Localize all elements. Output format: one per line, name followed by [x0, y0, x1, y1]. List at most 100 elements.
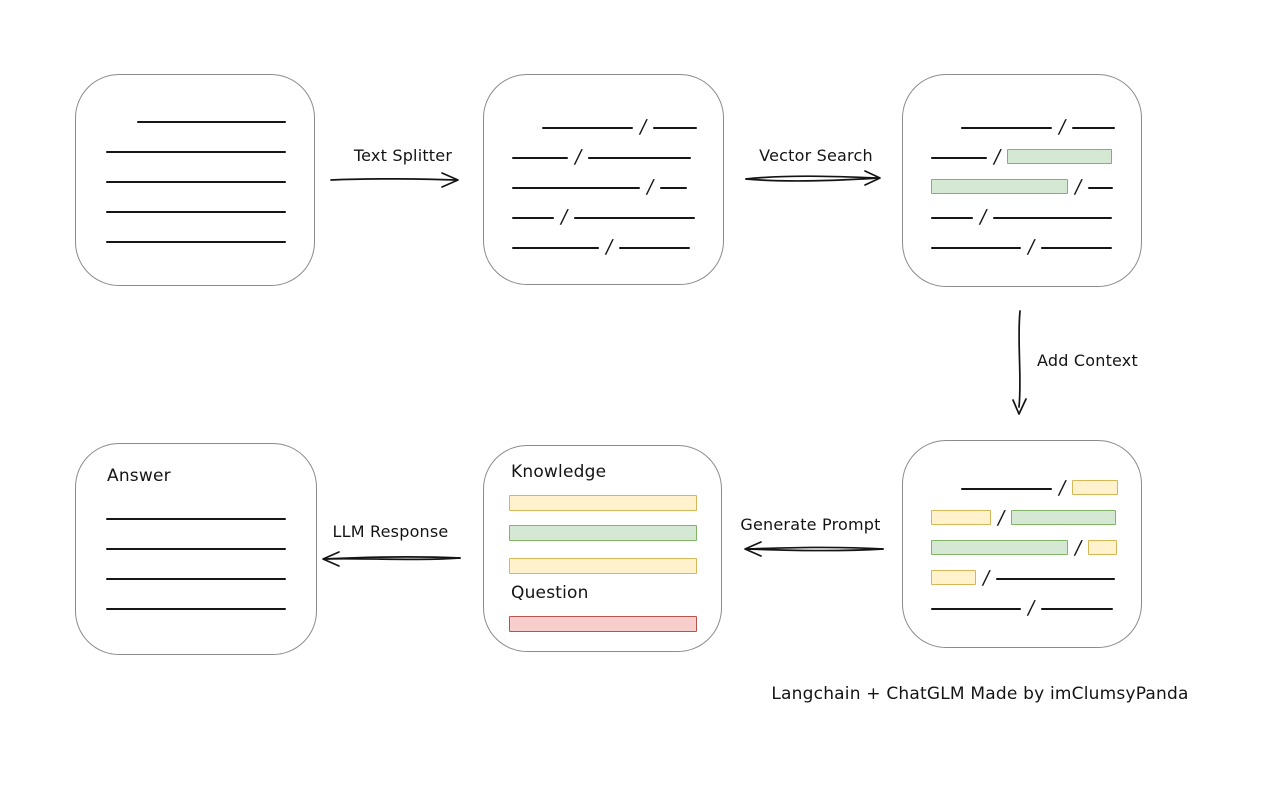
- text-line: [660, 187, 688, 189]
- content-row: /: [931, 195, 1128, 228]
- highlight-yellow: [931, 570, 976, 585]
- knowledge-bar-yellow: [509, 558, 697, 574]
- text-line: [931, 217, 973, 219]
- content-row: /: [931, 165, 1128, 198]
- add-context-label: Add Context: [1037, 351, 1138, 370]
- context-lines: / / / / /: [931, 466, 1128, 619]
- text-line: [106, 578, 286, 580]
- knowledge-bar-green: [509, 525, 697, 541]
- slash-separator: /: [1073, 537, 1084, 559]
- text-line: [106, 608, 286, 610]
- llm-response-arrow-icon: [322, 551, 461, 567]
- text-line: [588, 157, 692, 159]
- text-line: [1072, 127, 1116, 129]
- content-row: /: [512, 135, 710, 168]
- add-context-arrow-icon: [1012, 310, 1027, 415]
- content-row: [106, 159, 286, 189]
- answer-lines: [106, 496, 286, 616]
- document-box: [75, 74, 315, 286]
- indent-gap: [931, 495, 961, 496]
- text-line: [106, 548, 286, 550]
- text-line: [931, 247, 1021, 249]
- highlight-green: [1011, 510, 1117, 525]
- text-line: [961, 488, 1052, 490]
- answer-label: Answer: [107, 466, 171, 486]
- slash-separator: /: [996, 507, 1007, 529]
- answer-box: Answer: [75, 443, 317, 655]
- text-line: [1088, 187, 1114, 189]
- generate-prompt-label: Generate Prompt: [740, 515, 881, 534]
- content-row: /: [931, 225, 1128, 258]
- prompt-box: Knowledge Question: [483, 445, 722, 652]
- vector-search-label: Vector Search: [759, 146, 873, 165]
- text-line: [512, 157, 568, 159]
- content-row: /: [512, 105, 710, 138]
- text-line: [653, 127, 698, 129]
- slash-separator: /: [1026, 236, 1037, 258]
- content-row: [106, 556, 286, 586]
- generate-prompt-arrow-icon: [744, 541, 884, 557]
- content-row: [106, 129, 286, 159]
- slash-separator: /: [992, 146, 1003, 168]
- highlight-green: [1007, 149, 1113, 164]
- content-row: /: [931, 496, 1128, 529]
- highlight-yellow: [1072, 480, 1119, 495]
- indent-gap: [512, 134, 542, 135]
- text-line: [1041, 247, 1113, 249]
- text-line: [619, 247, 691, 249]
- text-line: [574, 217, 696, 219]
- text-line: [512, 187, 640, 189]
- split-chunks-box: / / / / /: [483, 74, 724, 285]
- slash-separator: /: [1057, 477, 1068, 499]
- slash-separator: /: [638, 116, 649, 138]
- vector-search-result-lines: / / / / /: [931, 105, 1128, 258]
- text-line: [512, 217, 554, 219]
- highlight-green: [931, 540, 1068, 555]
- document-lines: [106, 99, 286, 249]
- content-row: /: [931, 466, 1128, 499]
- slash-separator: /: [981, 567, 992, 589]
- text-line: [512, 247, 599, 249]
- text-line: [542, 127, 633, 129]
- slash-separator: /: [1057, 116, 1068, 138]
- split-chunks-lines: / / / / /: [512, 105, 710, 258]
- text-line: [961, 127, 1052, 129]
- indent-gap: [931, 134, 961, 135]
- text-line: [136, 121, 286, 123]
- knowledge-bars: [509, 495, 697, 574]
- slash-separator: /: [573, 146, 584, 168]
- context-box: / / / / /: [902, 440, 1142, 648]
- content-row: /: [931, 526, 1128, 559]
- slash-separator: /: [978, 206, 989, 228]
- text-splitter-label: Text Splitter: [353, 146, 453, 165]
- content-row: /: [931, 135, 1128, 168]
- content-row: [106, 99, 286, 129]
- content-row: [106, 526, 286, 556]
- text-line: [993, 217, 1113, 219]
- text-splitter-arrow-icon: [330, 172, 459, 188]
- slash-separator: /: [645, 176, 656, 198]
- slash-separator: /: [1073, 176, 1084, 198]
- question-label: Question: [511, 583, 589, 603]
- highlight-yellow: [931, 510, 991, 525]
- content-row: /: [931, 556, 1128, 589]
- question-bar-holder: [509, 616, 697, 632]
- slash-separator: /: [604, 236, 615, 258]
- text-line: [1041, 608, 1114, 610]
- vector-search-arrow-icon: [745, 170, 881, 186]
- content-row: /: [512, 195, 710, 228]
- content-row: [106, 219, 286, 249]
- content-row: [106, 496, 286, 526]
- prompt-content: Knowledge Question: [509, 462, 697, 632]
- highlight-yellow: [1088, 540, 1118, 555]
- text-line: [106, 181, 286, 183]
- knowledge-bar-yellow: [509, 495, 697, 511]
- question-bar: [509, 616, 697, 632]
- text-line: [106, 241, 286, 243]
- content-row: /: [512, 165, 710, 198]
- slash-separator: /: [1026, 597, 1037, 619]
- indent-gap: [106, 128, 137, 129]
- slash-separator: /: [559, 206, 570, 228]
- text-line: [996, 578, 1116, 580]
